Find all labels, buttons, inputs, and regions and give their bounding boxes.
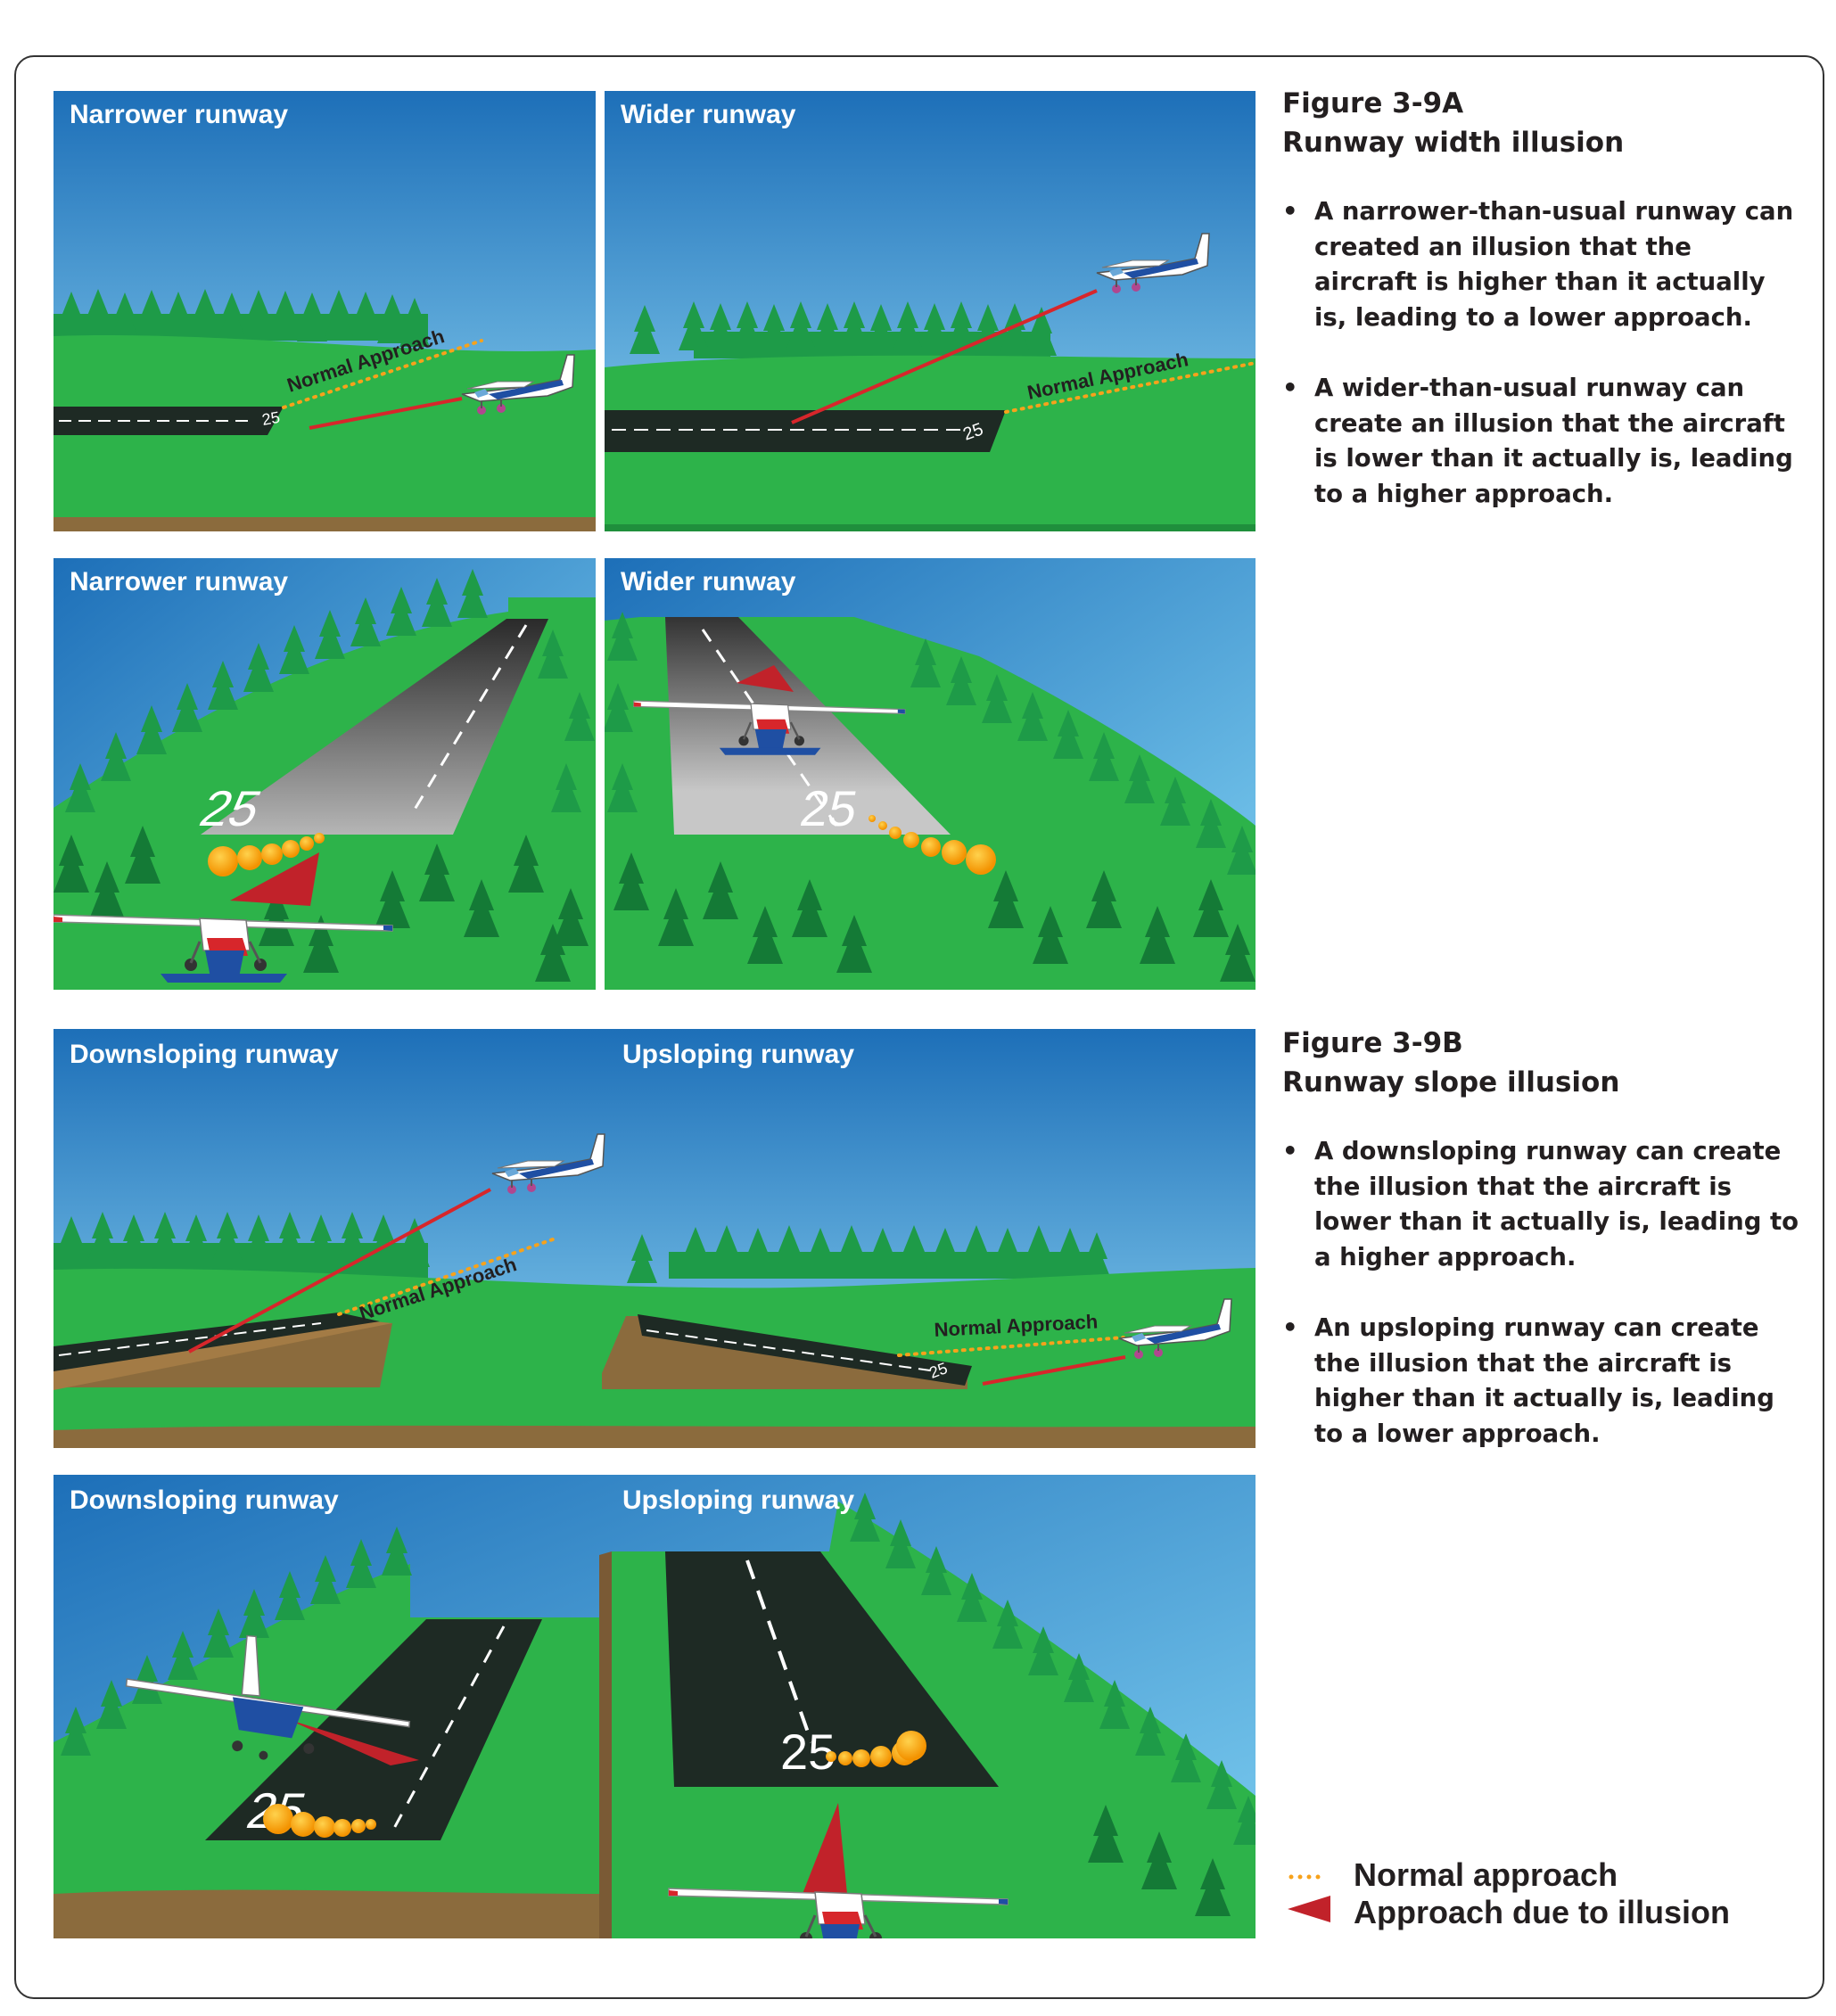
figure-b-caption: Figure 3-9B Runway slope illusion A down… [1282, 1024, 1799, 1487]
red-arrow-icon [1286, 1894, 1354, 1932]
runway-number-right: 25 [780, 1724, 836, 1780]
runway-number: 25 [260, 408, 281, 429]
tree-line [54, 1212, 1112, 1283]
normal-approach-path [282, 339, 483, 409]
figure-a-bullets: A narrower-than-usual runway can created… [1282, 194, 1799, 512]
figure-a-caption: Figure 3-9A Runway width illusion A narr… [1282, 84, 1799, 547]
normal-approach-dots-right [826, 1731, 926, 1767]
soil-strip [54, 1425, 1256, 1448]
panel-title: Wider runway [621, 567, 796, 597]
figure-b-bullet: A downsloping runway can create the illu… [1282, 1134, 1799, 1275]
runway-upslope [638, 1314, 972, 1386]
figure-b-bullets: A downsloping runway can create the illu… [1282, 1134, 1799, 1452]
runway-downslope [205, 1619, 542, 1840]
runway [665, 617, 951, 835]
normal-approach-path-right [897, 1336, 1125, 1357]
panel-title-left: Downsloping runway [70, 1040, 339, 1069]
normal-approach-dots [208, 833, 325, 876]
normal-approach-path [1004, 361, 1256, 414]
panel-title: Narrower runway [70, 567, 288, 597]
panel-title: Wider runway [621, 100, 796, 129]
illusion-approach-arrow [737, 665, 794, 692]
runway [201, 619, 548, 835]
panel-title: Narrower runway [70, 100, 288, 129]
panel-slope-pilot: 25 25 Downsloping runway Upsloping runwa… [54, 1475, 1256, 1938]
illusion-approach-arrow-right [803, 1803, 847, 1894]
figure-b-bullet: An upsloping runway can create the illus… [1282, 1311, 1799, 1452]
soil-strip [54, 517, 596, 531]
runway-number: 25 [796, 780, 861, 836]
normal-approach-dots-left [263, 1804, 376, 1838]
legend-label-illusion: Approach due to illusion [1354, 1894, 1730, 1930]
illusion-approach-path [791, 289, 1098, 424]
panel-wide-side: 25 Normal Approach Wider runway [605, 91, 1256, 531]
figure-b-title: Runway slope illusion [1282, 1066, 1620, 1099]
aircraft-banked-icon [125, 1634, 411, 1760]
figure-a-number: Figure 3-9A [1282, 87, 1464, 119]
legend-row-illusion: Approach due to illusion [1286, 1894, 1730, 1931]
normal-approach-dots [869, 815, 996, 875]
illusion-approach-arrow-left [287, 1719, 419, 1765]
illusion-approach-arrow [230, 852, 319, 906]
figure-b-number: Figure 3-9B [1282, 1027, 1463, 1059]
illusion-approach-path-right [982, 1355, 1126, 1386]
panel-narrow-pilot: 25 Narrower runway [54, 558, 596, 990]
illusion-approach-path-left [188, 1188, 491, 1354]
runway-upslope [665, 1551, 999, 1787]
legend-label-normal: Normal approach [1354, 1856, 1618, 1893]
runway-downslope [54, 1312, 380, 1371]
soil-strip [54, 1889, 599, 1938]
panel-wide-pilot: 25 Wider runway [605, 558, 1256, 990]
grass [54, 334, 596, 531]
illusion-approach-path [309, 397, 463, 430]
runway [605, 410, 1006, 452]
panel-title-right: Upsloping runway [622, 1040, 854, 1069]
dotted-line-icon [1286, 1856, 1354, 1894]
figure-a-bullet: A narrower-than-usual runway can created… [1282, 194, 1799, 335]
legend: Normal approach Approach due to illusion [1286, 1856, 1730, 1931]
panel-slope-side: Normal Approach 25 Normal Approach Downs… [54, 1029, 1256, 1448]
normal-approach-path-left [337, 1238, 555, 1316]
legend-row-normal: Normal approach [1286, 1856, 1730, 1894]
figure-a-bullet: A wider-than-usual runway can create an … [1282, 371, 1799, 512]
figure-a-title: Runway width illusion [1282, 127, 1625, 159]
panel-title-left: Downsloping runway [70, 1485, 339, 1515]
panel-narrow-side: 25 Normal Approach Narrower runway [54, 91, 596, 531]
panel-title-right: Upsloping runway [622, 1485, 854, 1515]
